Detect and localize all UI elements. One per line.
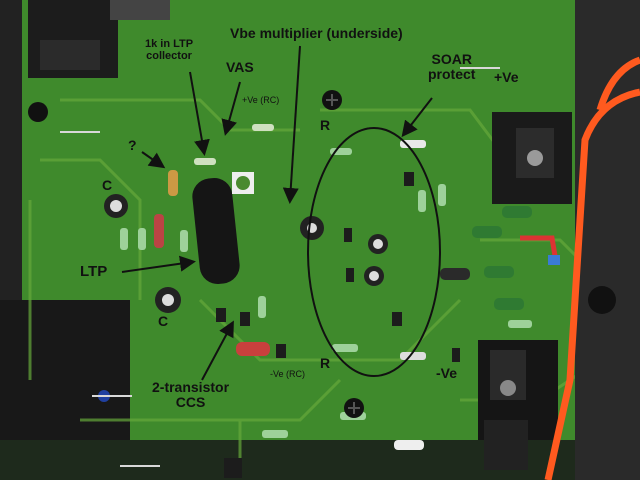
label-vbe-multiplier: Vbe multiplier (underside) [230, 25, 403, 41]
label-c-bottom: C [158, 313, 169, 329]
connector-socket [40, 40, 100, 70]
screw-top-right [527, 150, 543, 166]
label-c-top: C [102, 177, 113, 193]
metal-bracket [110, 0, 170, 20]
label-vas: VAS [226, 59, 254, 75]
label-r-top: R [320, 117, 331, 133]
trimpot-knob [236, 176, 250, 190]
screw-bottom-right [500, 380, 516, 396]
label-2-transistor-ccs: 2-transistor CCS [152, 379, 230, 411]
board-screws [28, 90, 364, 418]
label-neg-ve-rc: -Ve (RC) [270, 369, 306, 379]
board-bottom-edge [0, 440, 640, 480]
red-wire [520, 235, 559, 263]
blue-wire-end [548, 255, 560, 265]
chassis-edge-right [575, 0, 640, 480]
mounting-post [588, 286, 616, 314]
label-r-bottom: R [320, 355, 331, 371]
label-ltp-collector: 1k in LTP collector [145, 38, 194, 63]
label-pos-ve: +Ve [494, 69, 519, 85]
label-neg-ve: -Ve [436, 365, 458, 381]
label-ltp: LTP [80, 263, 108, 280]
label-pos-ve-rc: +Ve (RC) [242, 95, 280, 105]
orange-wire-2 [596, 56, 640, 112]
label-soar-protect: SOAR protect [428, 51, 476, 83]
orange-wire [544, 88, 640, 480]
wire-links [60, 67, 500, 467]
label-question: ? [128, 137, 137, 153]
power-transistor-bottom-2 [484, 420, 528, 470]
ltp-thermal-sleeve [192, 177, 240, 285]
